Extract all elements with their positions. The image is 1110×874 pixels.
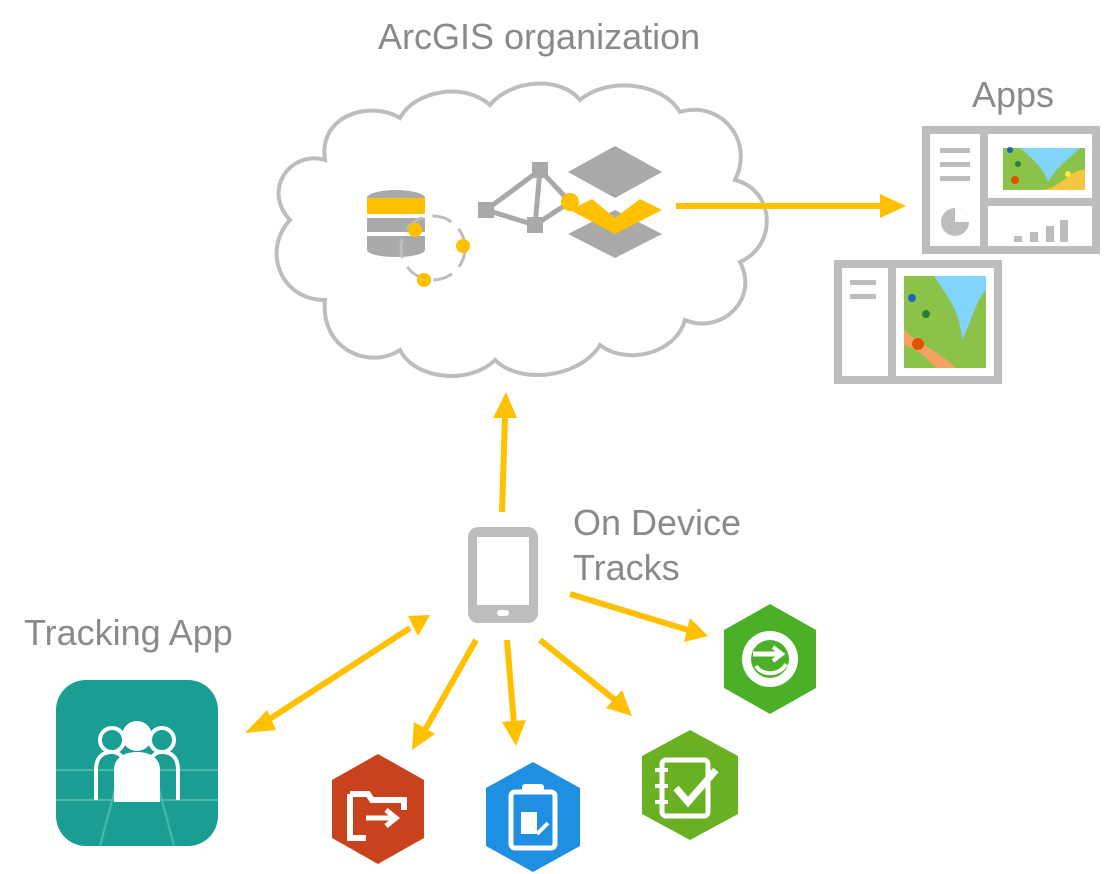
device-title-line1: On Device	[573, 502, 742, 543]
dashboard-app-icon	[922, 126, 1100, 254]
survey123-app-icon	[642, 730, 738, 840]
arrow-device-navigator	[412, 638, 479, 750]
mobile-device-icon	[468, 527, 538, 623]
arrow-device-tracking-app	[245, 615, 430, 733]
database-icon	[367, 190, 425, 257]
arrow-device-survey	[538, 637, 632, 716]
workforce-app-icon	[486, 762, 580, 872]
arrow-cloud-to-apps	[676, 194, 906, 218]
apps-title: Apps	[972, 74, 1055, 115]
arrow-device-collector	[569, 591, 708, 642]
device-title-line2: Tracks	[573, 547, 680, 588]
tracking-app-title: Tracking App	[24, 612, 233, 653]
cloud-shape	[274, 81, 769, 378]
navigator-app-icon	[332, 754, 424, 864]
device-tracks-title: On Device Tracks	[573, 500, 741, 590]
layers-icon	[568, 146, 662, 258]
arrow-device-workforce	[502, 639, 526, 746]
sync-circle-icon	[399, 214, 470, 287]
tracking-app-icon	[56, 680, 218, 847]
cloud-title: ArcGIS organization	[378, 16, 701, 57]
collector-app-icon	[724, 604, 816, 714]
map-app-icon	[834, 260, 1002, 384]
arrow-device-to-cloud	[493, 392, 517, 513]
